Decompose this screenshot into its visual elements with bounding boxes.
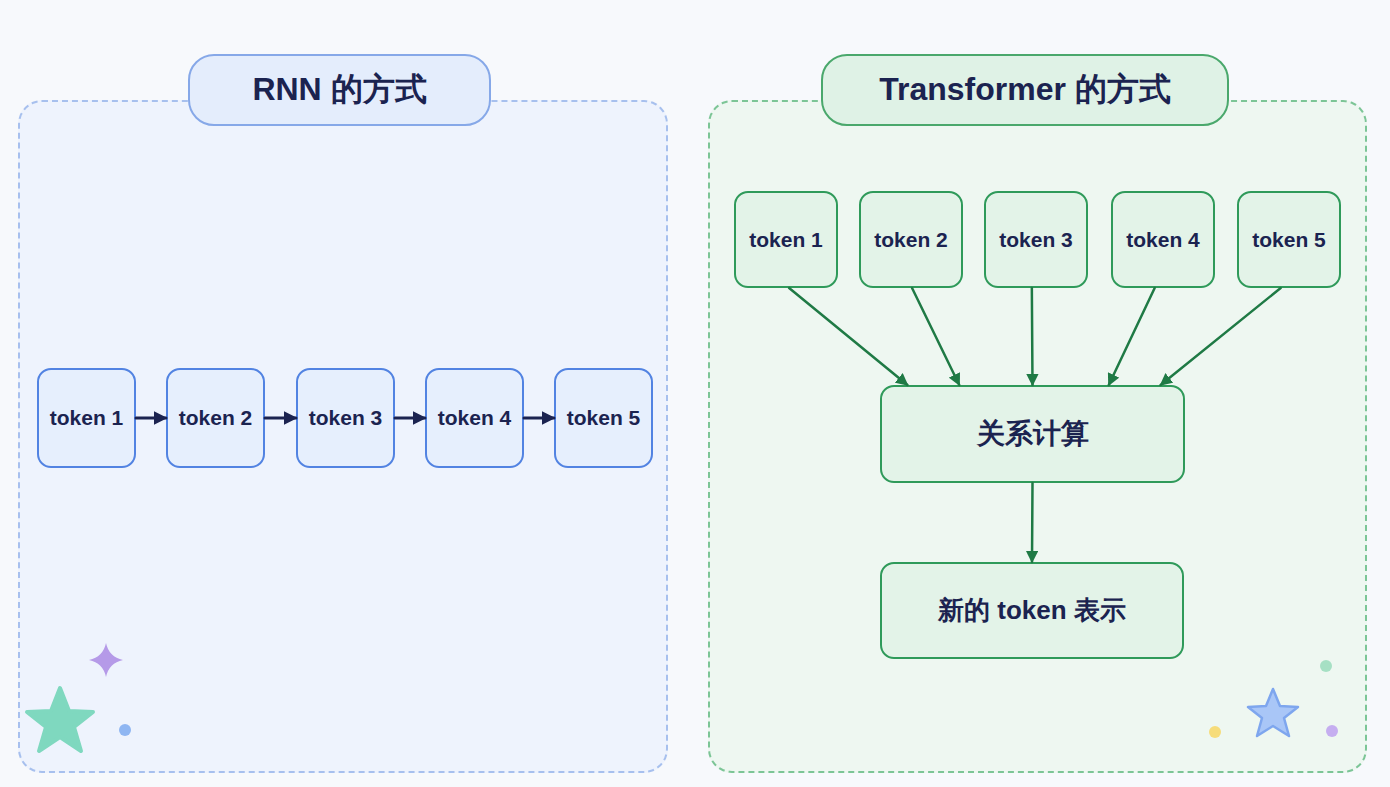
flow-arrow [265,417,296,420]
flow-arrow [524,417,554,420]
panel-title: RNN 的方式 [188,54,491,126]
flow-arrow [1031,288,1034,385]
flow-arrow [395,417,425,420]
sparkle-decoration [89,643,123,677]
flow-arrow [1109,288,1155,385]
box-label: token 5 [1252,228,1326,252]
flow-arrow [789,288,907,385]
box-label: token 1 [50,406,124,430]
process-box: 关系计算 [880,385,1185,483]
box-label: token 4 [438,406,512,430]
process-box: token 4 [1111,191,1215,288]
process-box: token 2 [166,368,265,468]
group-panel: RNN 的方式token 1token 2token 3token 4token… [18,100,668,773]
dot-decoration [1320,660,1332,672]
box-label: token 3 [999,228,1073,252]
box-label: token 1 [749,228,823,252]
process-box: 新的 token 表示 [880,562,1184,659]
process-box: token 1 [734,191,838,288]
box-label: token 2 [179,406,253,430]
panel-title: Transformer 的方式 [821,54,1229,126]
star-decoration [1248,689,1298,736]
flow-arrow [136,417,166,420]
box-label: token 4 [1126,228,1200,252]
dot-decoration [1326,725,1338,737]
dot-decoration [119,724,131,736]
group-panel: Transformer 的方式token 1token 2token 3toke… [708,100,1367,773]
process-box: token 2 [859,191,963,288]
flow-arrow [912,288,959,385]
flow-arrow [1031,483,1034,562]
box-label: token 5 [567,406,641,430]
process-box: token 1 [37,368,136,468]
process-box: token 5 [554,368,653,468]
process-box: token 5 [1237,191,1341,288]
dot-decoration [1209,726,1221,738]
box-label: token 3 [309,406,383,430]
box-label: 关系计算 [977,415,1089,453]
process-box: token 3 [296,368,395,468]
process-box: token 3 [984,191,1088,288]
box-label: 新的 token 表示 [938,593,1126,628]
star-decoration [27,688,93,751]
box-label: token 2 [874,228,948,252]
process-box: token 4 [425,368,524,468]
flow-arrow [1161,288,1281,385]
